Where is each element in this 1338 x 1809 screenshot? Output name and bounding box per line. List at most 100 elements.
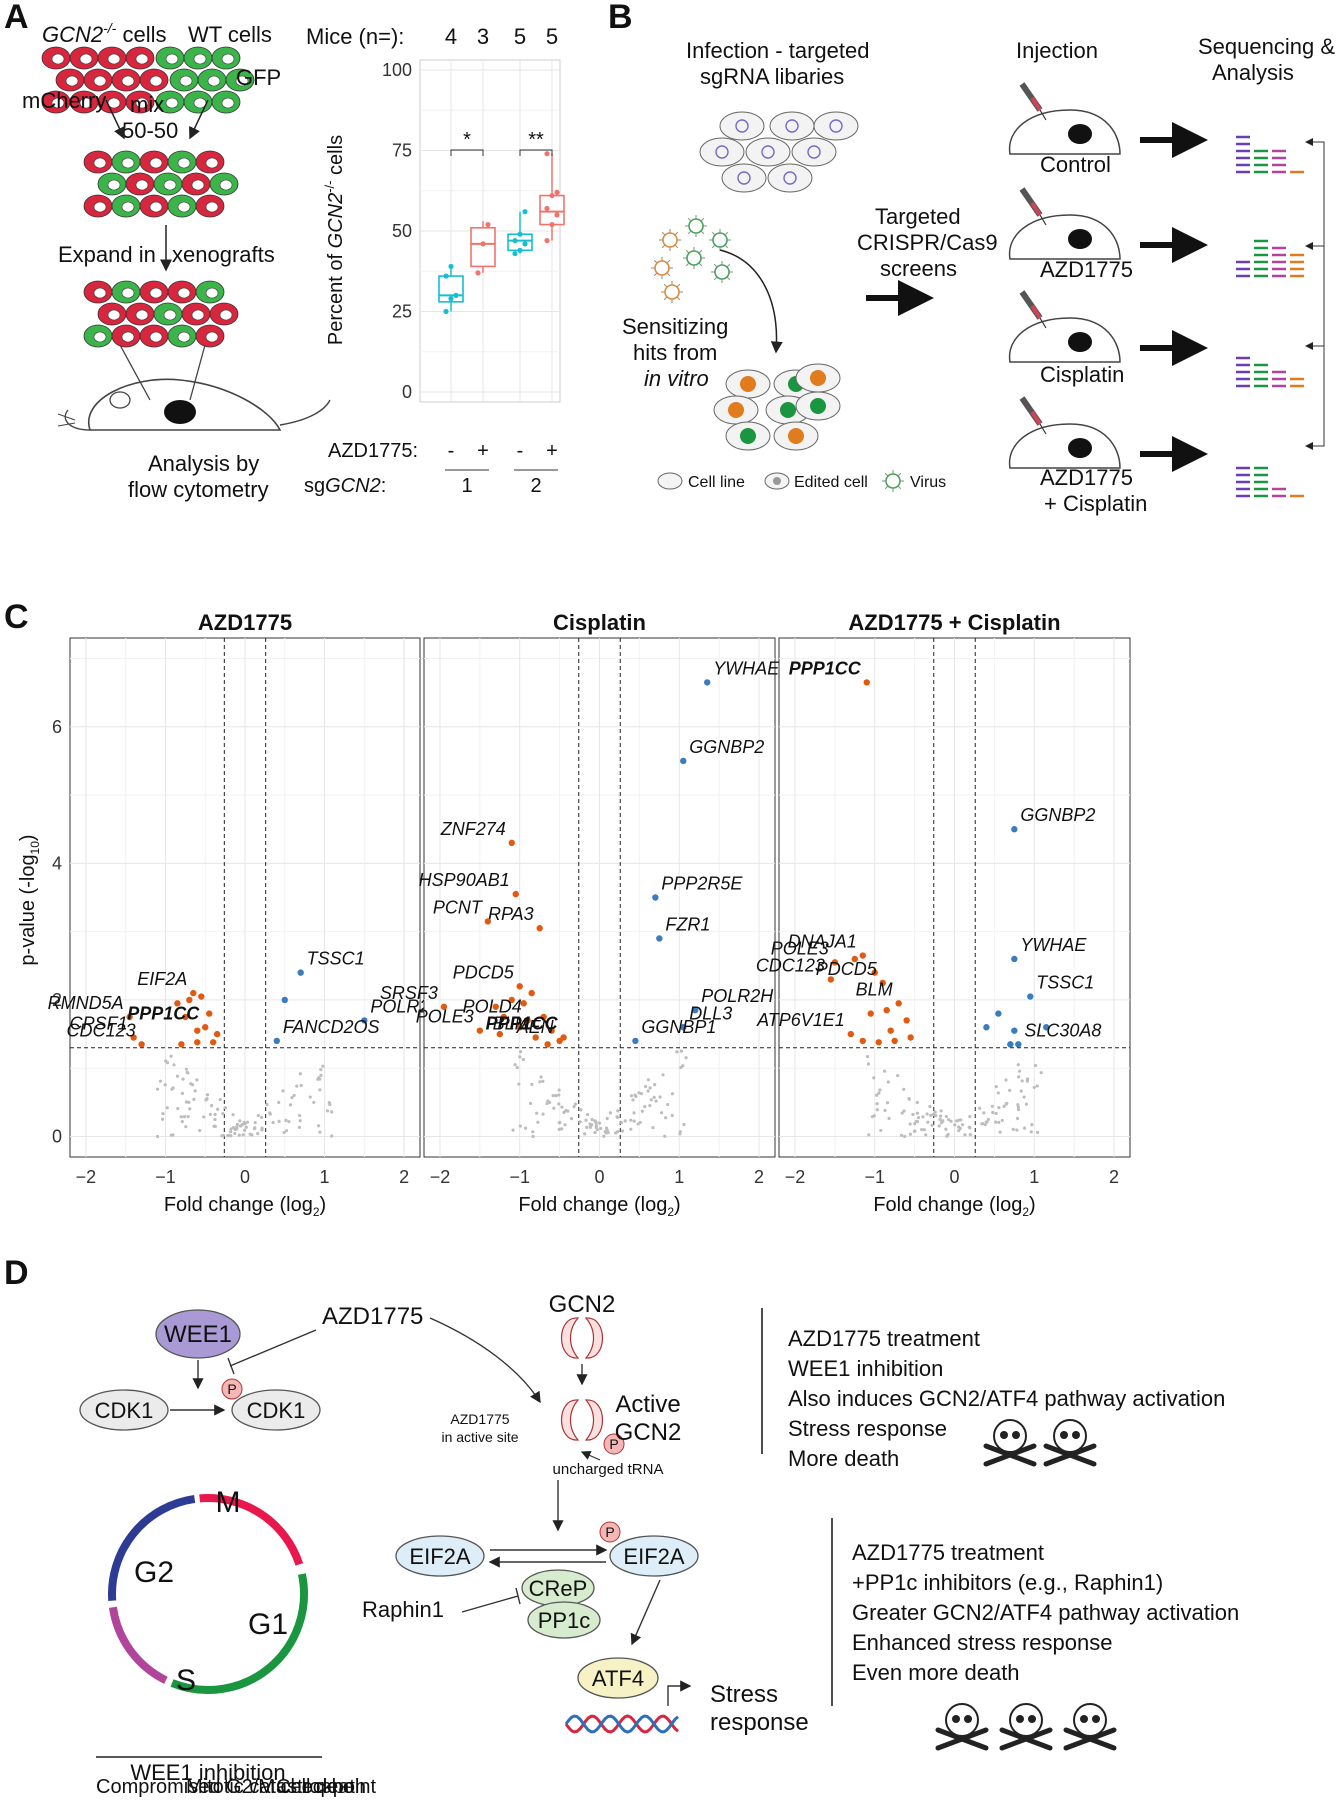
cell [195, 324, 225, 348]
cell-nucleus [149, 157, 163, 169]
ns-point [327, 1101, 331, 1105]
cell [83, 194, 113, 218]
x-tick-label: −2 [76, 1167, 97, 1187]
ns-point [557, 1127, 561, 1131]
ns-point [186, 1071, 190, 1075]
panel-d-schematic: WEE1 AZD1775 CDK1 CDK1 P M G2 G1 S WEE1 … [79, 1291, 1239, 1785]
ns-point [654, 1099, 658, 1103]
cdk1-p-node [231, 1389, 321, 1431]
gene-label: DLL3 [689, 1003, 732, 1023]
raphin1-inhibits-arrow [461, 1595, 519, 1613]
cell-nucleus [107, 179, 121, 191]
cell-nucleus [177, 201, 191, 213]
ns-point [552, 1106, 556, 1110]
ns-point [175, 1074, 180, 1078]
cell-nucleus [163, 309, 177, 321]
wee-caption-line: Cell death [276, 1776, 366, 1798]
cell [195, 150, 225, 174]
ns-point [922, 1128, 926, 1132]
skull-icon-eye-right [1028, 1715, 1036, 1723]
ns-point [585, 1125, 589, 1129]
cell [225, 68, 255, 92]
ns-point [931, 1112, 935, 1117]
ns-point [218, 1097, 222, 1102]
cell [97, 172, 127, 196]
x-axis-label-text: Fold change (log [518, 1194, 667, 1216]
gene-point [680, 1024, 687, 1031]
cell-nucleus [51, 53, 65, 65]
ns-point [541, 1112, 545, 1116]
x-tick-label: −2 [785, 1167, 806, 1187]
gene-point [126, 1013, 133, 1021]
ns-point [1011, 1127, 1015, 1131]
ns-point [265, 1102, 269, 1107]
ns-point [915, 1100, 919, 1105]
gene-label: RPA3 [488, 904, 534, 924]
ns-point [213, 1112, 217, 1117]
box-point [554, 189, 560, 195]
ns-point [646, 1089, 650, 1093]
ns-point [997, 1120, 1001, 1124]
gene-point [476, 1027, 484, 1034]
ns-point [245, 1120, 250, 1124]
gcn2-inactive [560, 1317, 604, 1359]
ns-point [963, 1133, 967, 1137]
cell [83, 280, 113, 304]
skull-icon [999, 1703, 1053, 1751]
ns-point [202, 1115, 206, 1119]
skull-icon-eye-left [1000, 1431, 1008, 1439]
eif2a-label: EIF2A [409, 1544, 470, 1569]
trna-label: uncharged tRNA [553, 1461, 664, 1478]
cell-nucleus [121, 287, 135, 299]
y-axis-label-close: ) [17, 834, 39, 841]
ns-point [994, 1085, 998, 1089]
sequencing-label-2: Analysis [1212, 60, 1294, 85]
ns-point [517, 1082, 521, 1086]
cell-nucleus [121, 157, 135, 169]
cell-nucleus [135, 53, 149, 65]
ns-point [944, 1127, 948, 1131]
sequencing-label-1: Sequencing & [1198, 34, 1335, 59]
y-tick-label: 75 [392, 141, 412, 161]
eif2a-node [395, 1535, 485, 1577]
ns-point [518, 1124, 522, 1128]
crep-label: CReP [529, 1576, 588, 1601]
hit-point [544, 1041, 551, 1048]
skull-icon [983, 1419, 1037, 1467]
gene-label: PCNT [433, 897, 484, 917]
analysis-bracket [1312, 141, 1325, 447]
phospho-label: P [227, 1381, 236, 1397]
wt-cells-label: WT cells [188, 22, 272, 47]
skull-icon-bone-b [1043, 1443, 1097, 1467]
hit-point [182, 1013, 189, 1021]
stress-response-label-2: response [710, 1709, 809, 1736]
mouse-label-control: Control [1040, 152, 1111, 177]
ns-point [287, 1120, 291, 1124]
skull-icon-head [993, 1419, 1027, 1453]
ns-point [210, 1104, 214, 1108]
ns-point [990, 1104, 994, 1108]
wee1-label: WEE1 [164, 1321, 232, 1348]
ns-point [557, 1121, 561, 1125]
y-tick-label: 100 [382, 60, 412, 80]
syringe-fluid [1030, 410, 1042, 426]
ns-point [991, 1110, 995, 1115]
eif2a-p-label: EIF2A [623, 1544, 684, 1569]
ns-point [562, 1110, 566, 1115]
legend-virus [882, 470, 904, 492]
ns-point [573, 1102, 578, 1106]
cell [139, 280, 169, 304]
panel-letter-c: C [4, 598, 29, 636]
box1-line: More death [788, 1446, 899, 1471]
mcherry-label: mCherry [22, 88, 106, 113]
ns-point [1016, 1107, 1021, 1112]
ns-point [1035, 1084, 1039, 1088]
stress-response-label-1: Stress [710, 1681, 778, 1708]
box-point [554, 212, 560, 218]
ns-point [997, 1106, 1001, 1110]
transcription-arrow [667, 1680, 692, 1706]
ns-point [638, 1120, 642, 1125]
cell-nucleus [205, 331, 219, 343]
